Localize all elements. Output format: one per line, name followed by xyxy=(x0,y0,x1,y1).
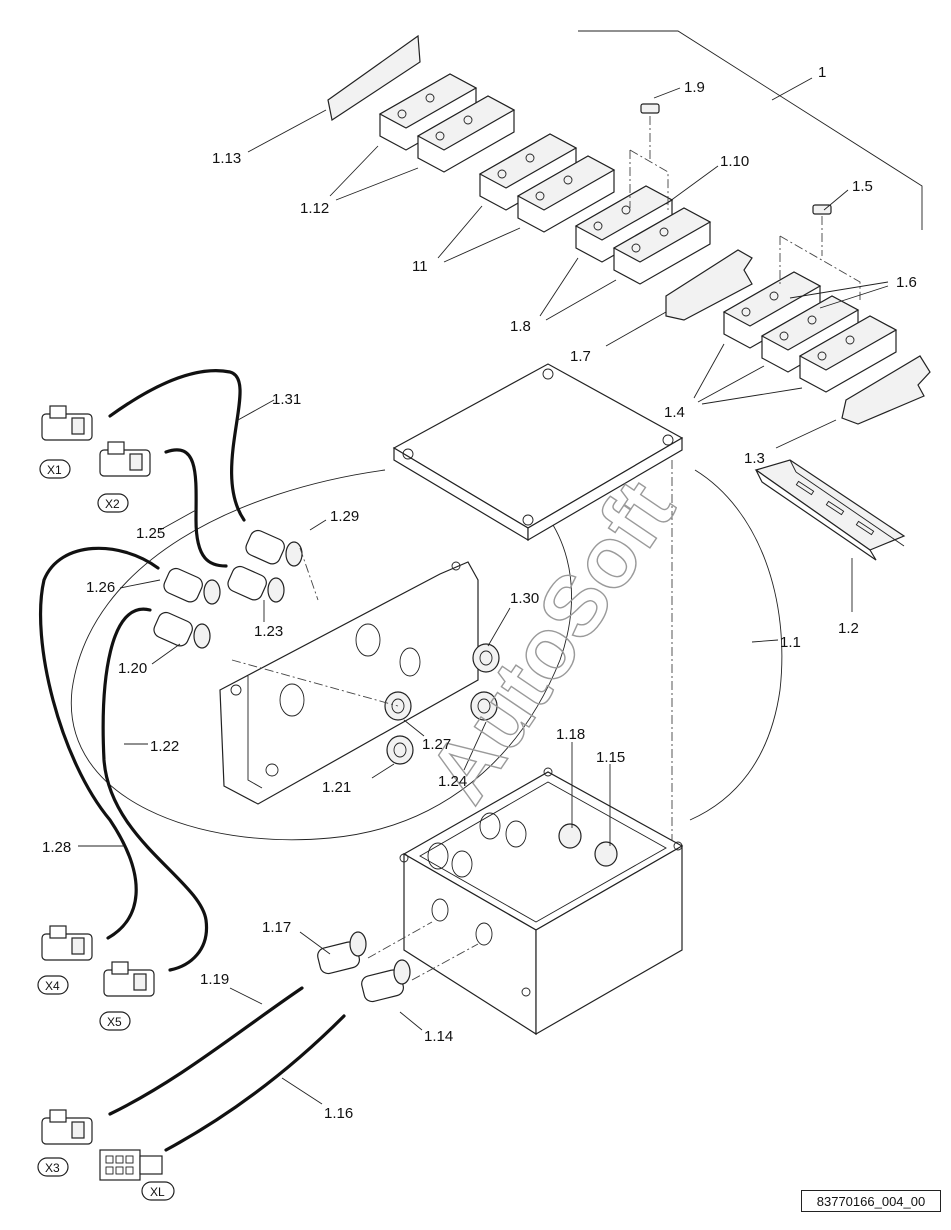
label-1-1: 1.1 xyxy=(780,634,801,651)
label-1-16: 1.16 xyxy=(324,1105,353,1122)
label-1-9: 1.9 xyxy=(684,79,705,96)
lock-nuts xyxy=(384,643,500,765)
label-1-19: 1.19 xyxy=(200,971,229,988)
label-1-22: 1.22 xyxy=(150,738,179,755)
label-1-20: 1.20 xyxy=(118,660,147,677)
label-1-2: 1.2 xyxy=(838,620,859,637)
cable-glands xyxy=(153,529,479,1003)
end-plate-1-7 xyxy=(665,249,753,321)
label-1-17: 1.17 xyxy=(262,919,291,936)
drawing-reference-number: 83770166_004_00 xyxy=(801,1190,941,1212)
label-1-15: 1.15 xyxy=(596,749,625,766)
marker-strip xyxy=(327,34,421,121)
label-1-6: 1.6 xyxy=(896,274,917,291)
housing-cover xyxy=(392,363,684,542)
label-1-31: 1.31 xyxy=(272,391,301,408)
cables xyxy=(38,369,346,1152)
label-1-24: 1.24 xyxy=(438,773,467,790)
label-1-21: 1.21 xyxy=(322,779,351,796)
label-11: 11 xyxy=(412,258,428,275)
label-1-7: 1.7 xyxy=(570,348,591,365)
label-1-10: 1.10 xyxy=(720,153,749,170)
label-1-14: 1.14 xyxy=(424,1028,453,1045)
label-1-8: 1.8 xyxy=(510,318,531,335)
group-bracket xyxy=(578,30,923,230)
connector-x5: X5 xyxy=(107,1015,122,1029)
connector-x1: X1 xyxy=(47,463,62,477)
label-1-18: 1.18 xyxy=(556,726,585,743)
label-1-23: 1.23 xyxy=(254,623,283,640)
label-1-25: 1.25 xyxy=(136,525,165,542)
label-1-30: 1.30 xyxy=(510,590,539,607)
label-1-3: 1.3 xyxy=(744,450,765,467)
connector-plug-icons xyxy=(41,405,163,1181)
connector-xl: XL xyxy=(150,1185,165,1199)
jumper-bridges xyxy=(629,103,861,300)
leader-lines xyxy=(78,77,889,1105)
din-rail xyxy=(754,459,906,561)
connector-tags: X1 X2 X4 X5 X3 XL xyxy=(37,459,175,1201)
connector-x4: X4 xyxy=(45,979,60,993)
subassembly-outline xyxy=(70,469,783,841)
housing-box xyxy=(399,767,684,1036)
label-1-5: 1.5 xyxy=(852,178,873,195)
label-1-4: 1.4 xyxy=(664,404,685,421)
mounting-plate xyxy=(219,561,479,805)
label-1-28: 1.28 xyxy=(42,839,71,856)
label-1-29: 1.29 xyxy=(330,508,359,525)
part-labels: 1 1.13 1.9 1.12 1.10 1.5 11 1.6 1.8 1.7 … xyxy=(42,64,917,1122)
label-1: 1 xyxy=(818,64,826,81)
terminal-blocks xyxy=(378,73,898,393)
label-1-27: 1.27 xyxy=(422,736,451,753)
end-plate-1-3 xyxy=(841,355,931,425)
connector-x3: X3 xyxy=(45,1161,60,1175)
label-1-13: 1.13 xyxy=(212,150,241,167)
label-1-26: 1.26 xyxy=(86,579,115,596)
connector-x2: X2 xyxy=(105,497,120,511)
label-1-12: 1.12 xyxy=(300,200,329,217)
